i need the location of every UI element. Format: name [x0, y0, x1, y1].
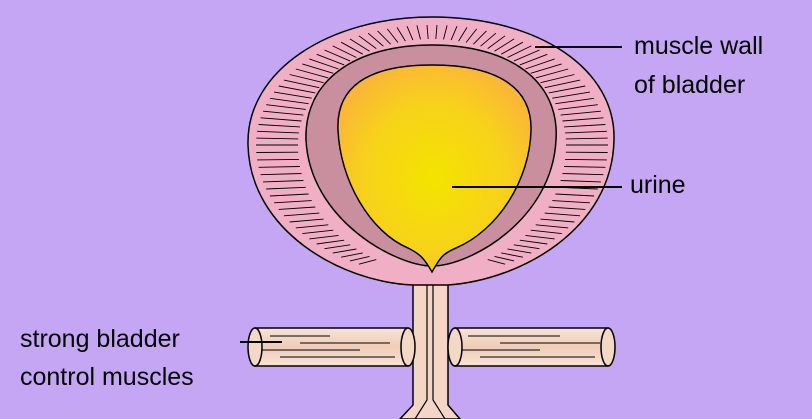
label-control-line1: strong bladder: [20, 323, 180, 356]
label-urine: urine: [630, 169, 686, 202]
label-control-line2: control muscles: [20, 361, 194, 394]
striation-line: [565, 159, 607, 160]
label-muscle-wall-line2: of bladder: [634, 69, 745, 102]
left-control-muscle: [248, 328, 415, 366]
label-muscle-wall-line1: muscle wall: [634, 30, 763, 63]
right-control-muscle: [448, 328, 615, 366]
striation-line: [257, 159, 299, 160]
